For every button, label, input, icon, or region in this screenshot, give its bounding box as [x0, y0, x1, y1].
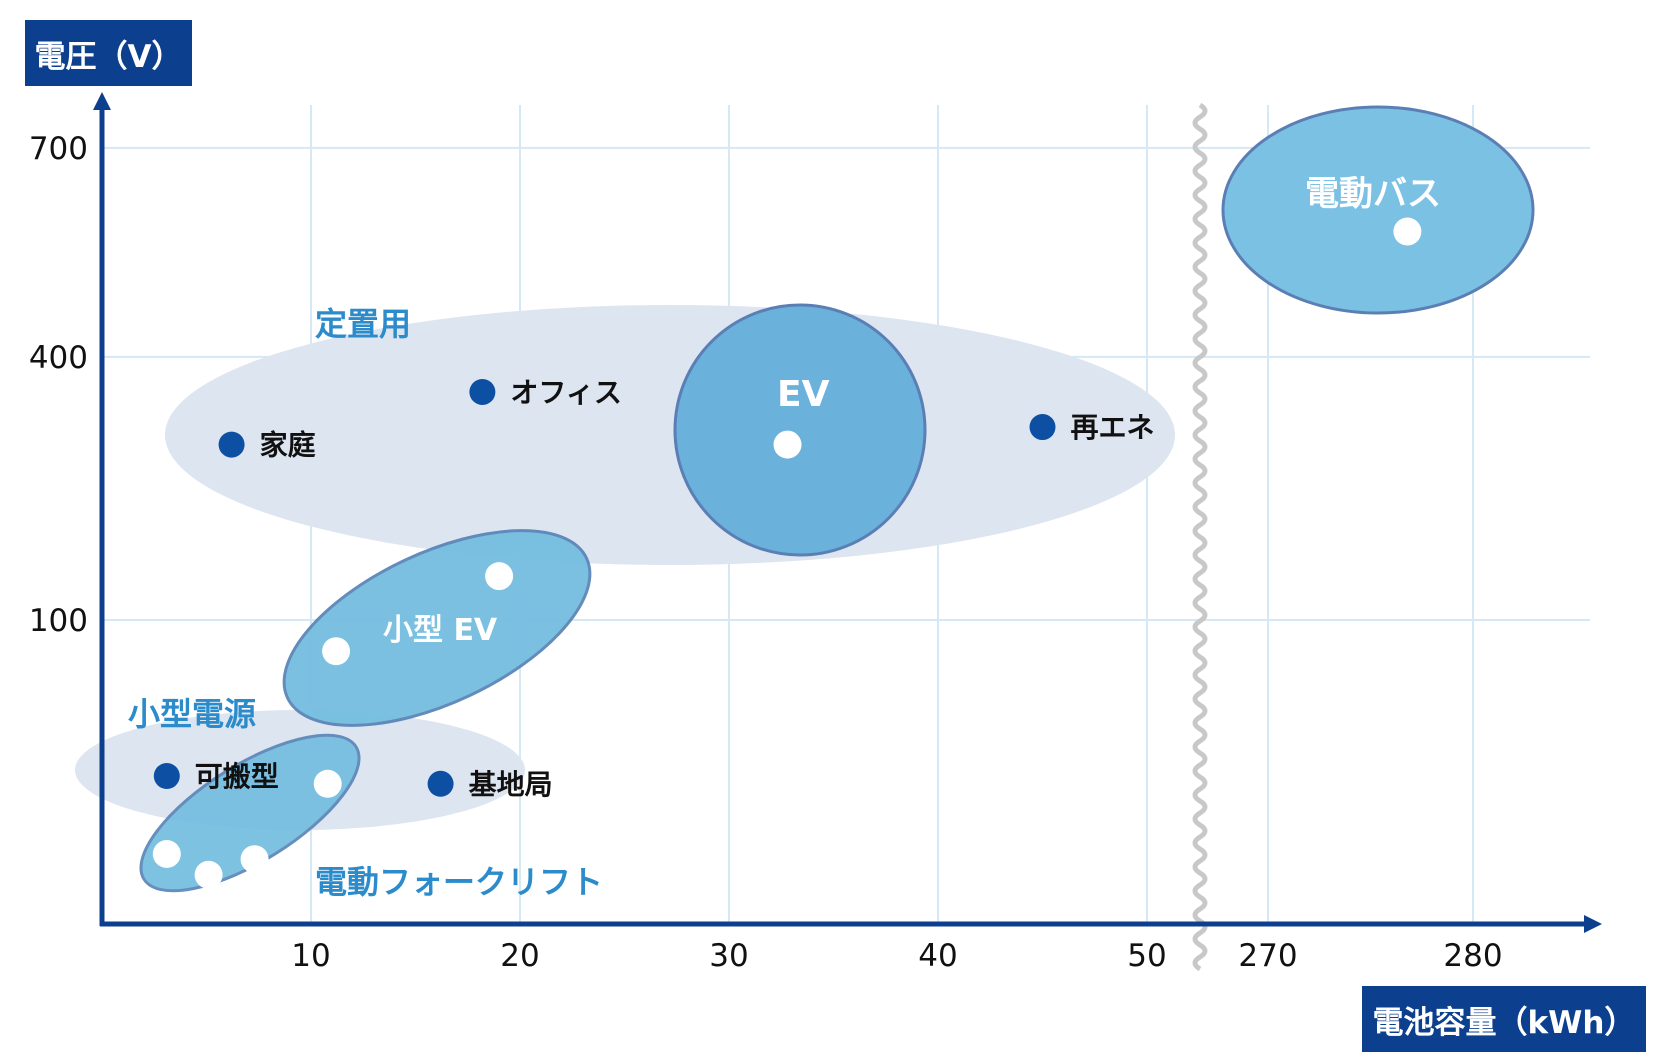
group-label-ev: EV — [777, 374, 830, 415]
x-axis-title-box: 電池容量（kWh） — [1362, 986, 1646, 1052]
group-forklift-ellipse — [139, 733, 361, 893]
group-ev-ellipse — [673, 303, 927, 557]
data-point — [152, 840, 181, 868]
data-point-家庭 — [218, 431, 245, 458]
x-tick-label: 270 — [1238, 938, 1297, 974]
data-point-オフィス — [469, 378, 496, 405]
x-tick-label: 40 — [918, 938, 957, 974]
data-point-label: 再エネ — [1071, 411, 1155, 444]
x-tick-label: 30 — [709, 938, 748, 974]
data-point — [313, 769, 342, 798]
group-kogata-ev-ellipse — [282, 529, 592, 727]
group-bus-ellipse — [1221, 105, 1535, 315]
x-axis-title: 電池容量（kWh） — [1372, 1004, 1636, 1041]
group-teichi-ellipse — [165, 305, 1175, 565]
axis-break-wave — [1192, 102, 1208, 972]
data-point-label: 家庭 — [260, 429, 316, 462]
data-point-基地局 — [427, 770, 454, 797]
y-tick-labels: 100 400 700 — [29, 131, 88, 639]
x-tick-labels: 10 20 30 40 50 270 280 — [291, 938, 1502, 974]
data-point — [240, 845, 269, 874]
y-axis-arrow — [93, 92, 111, 110]
data-point-label: オフィス — [510, 376, 621, 409]
x-tick-label: 10 — [291, 938, 330, 974]
x-tick-label: 280 — [1443, 938, 1502, 974]
y-axis-title: 電圧（V） — [34, 38, 183, 75]
group-label-bus: 電動バス — [1305, 174, 1441, 214]
data-point — [773, 430, 802, 459]
data-point-可搬型 — [153, 763, 180, 789]
data-point-label: 可搬型 — [195, 760, 279, 793]
data-point — [1393, 217, 1422, 246]
y-tick-label: 700 — [29, 131, 88, 167]
data-point — [194, 860, 223, 889]
y-tick-label: 100 — [29, 603, 88, 639]
group-label-teichi: 定置用 — [315, 305, 411, 343]
x-tick-label: 20 — [500, 938, 539, 974]
group-label-kogata-ev: 小型 EV — [383, 613, 498, 648]
data-point-label: 基地局 — [469, 768, 553, 801]
y-axis-title-box: 電圧（V） — [25, 20, 192, 86]
data-point — [485, 562, 514, 591]
x-axis-arrow — [1584, 915, 1602, 933]
data-point — [322, 637, 351, 666]
group-label-forklift: 電動フォークリフト — [315, 863, 603, 901]
y-tick-label: 400 — [29, 340, 88, 376]
x-tick-label: 50 — [1127, 938, 1166, 974]
data-point-再エネ — [1029, 414, 1056, 441]
group-label-kogata-dengen: 小型電源 — [128, 695, 256, 733]
